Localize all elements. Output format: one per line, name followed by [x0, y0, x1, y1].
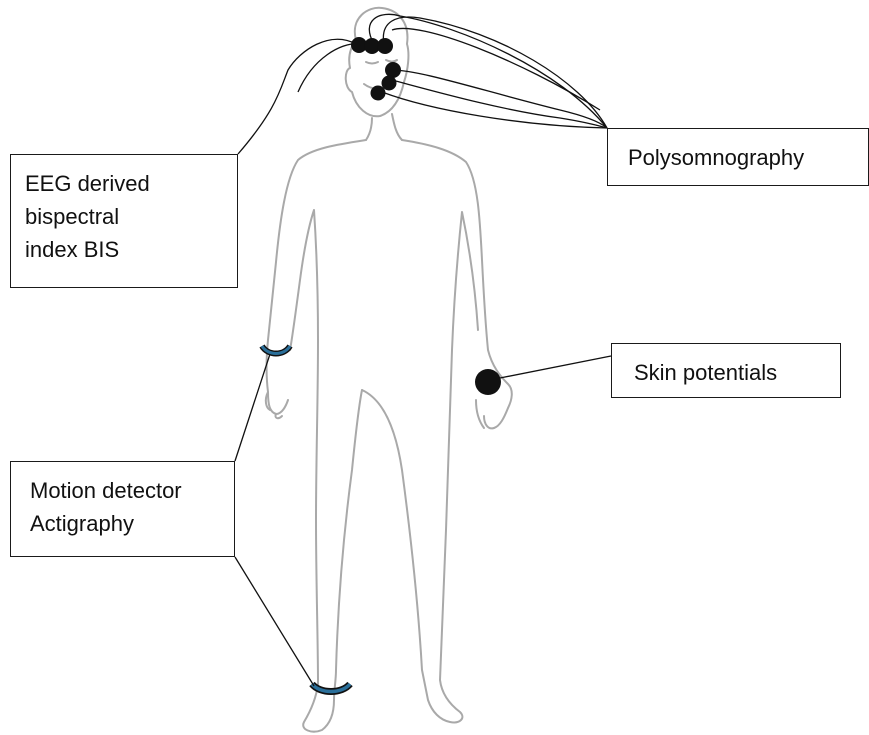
lead-wires [238, 14, 607, 154]
skin-electrode-icon [475, 369, 501, 395]
motion-lead-wrist [235, 354, 270, 461]
electrode-icon [371, 86, 386, 101]
eeg-label-line: index BIS [25, 233, 237, 266]
electrode-icon [385, 62, 401, 78]
skin-potentials-label-box: Skin potentials [611, 343, 841, 398]
motion-lead-ankle [235, 557, 314, 686]
polysomnography-label-box: Polysomnography [607, 128, 869, 186]
eeg-label-line: EEG derived [25, 167, 237, 200]
human-figure [266, 8, 512, 732]
motion-label-line: Motion detector [30, 474, 234, 507]
motion-label-line: Actigraphy [30, 507, 234, 540]
skin-lead-line [500, 356, 611, 378]
eeg-bis-label-box: EEG derived bispectral index BIS [10, 154, 238, 288]
skin-potentials-label: Skin potentials [634, 356, 840, 389]
scalp-electrodes [351, 37, 401, 101]
polysomnography-label: Polysomnography [628, 141, 868, 174]
motion-detector-label-box: Motion detector Actigraphy [10, 461, 235, 557]
eeg-label-line: bispectral [25, 200, 237, 233]
electrode-icon [377, 38, 393, 54]
